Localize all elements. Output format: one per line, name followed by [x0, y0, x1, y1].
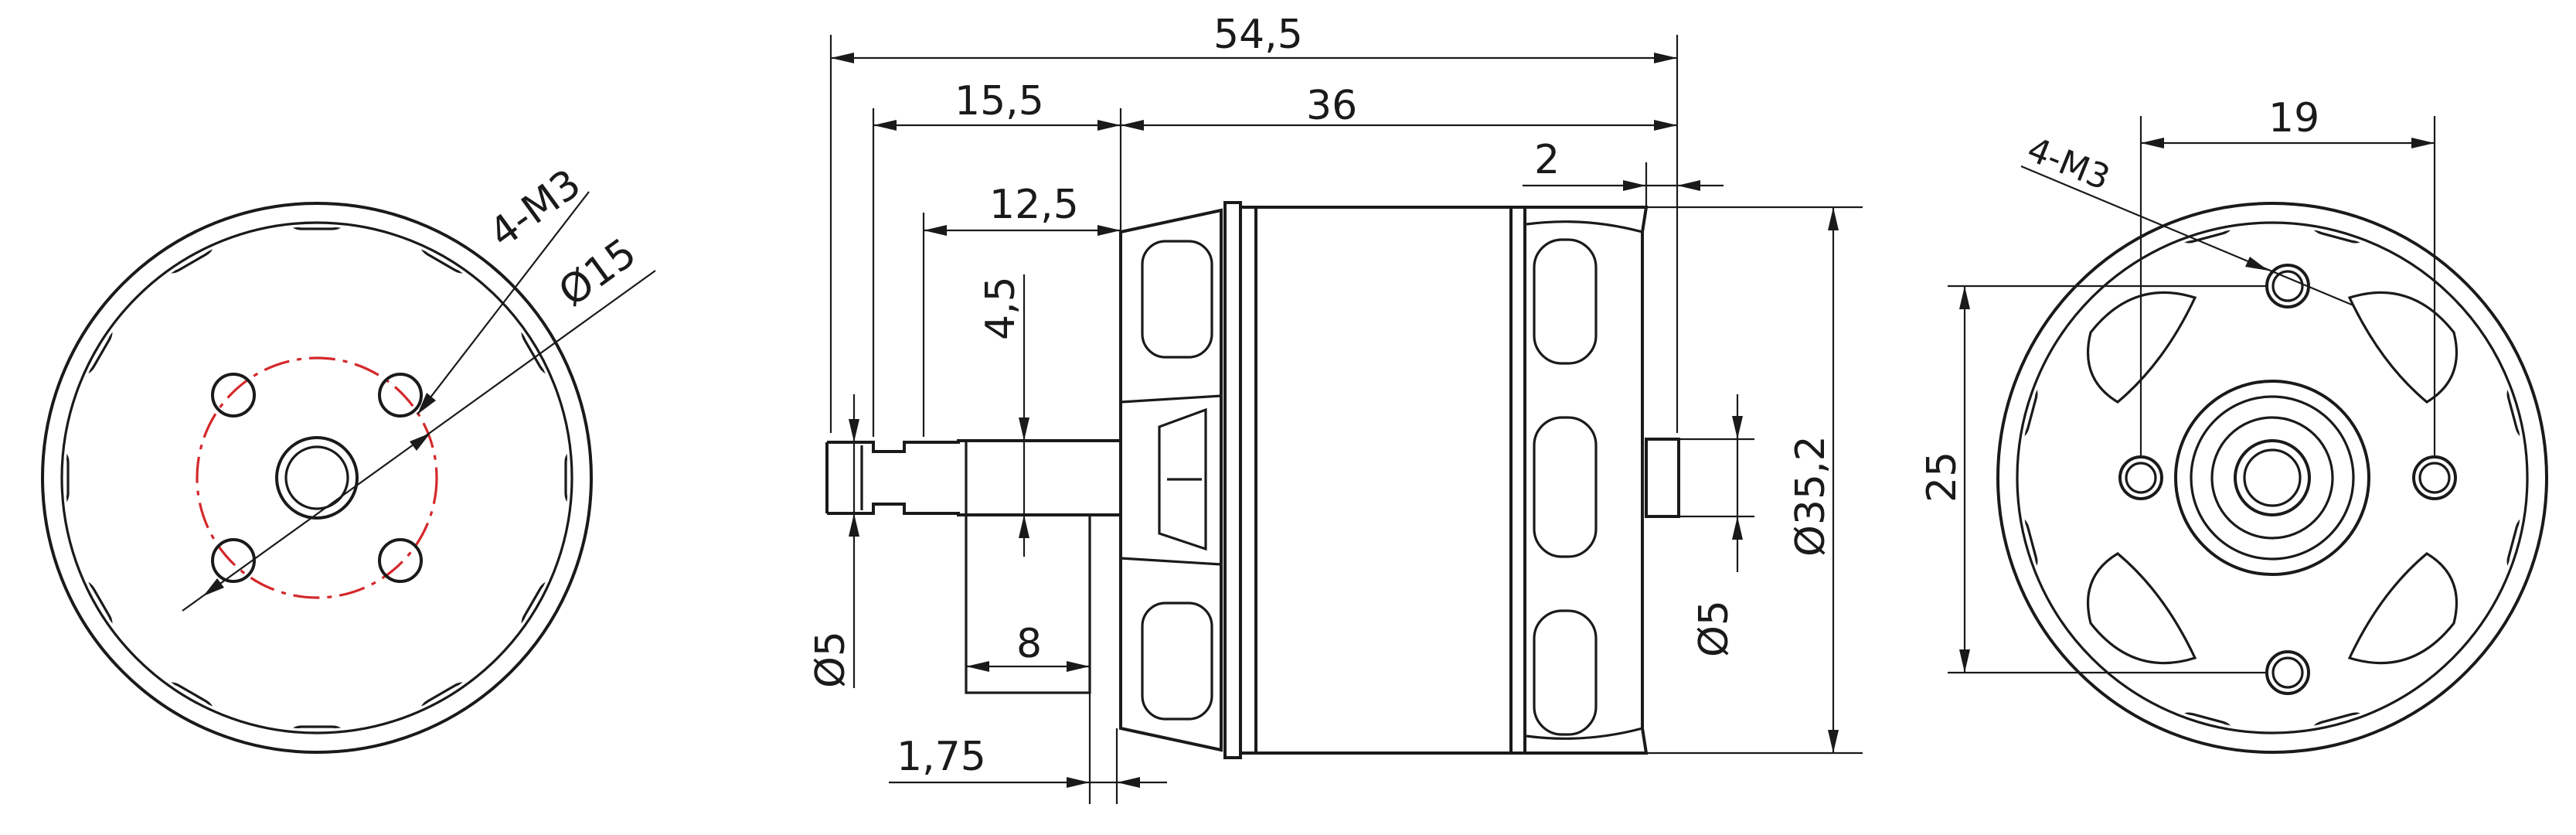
shaft-to-flange-label: 12,5 — [989, 182, 1079, 228]
horizontal-spacing-label: 19 — [2268, 95, 2319, 141]
front-shaft-diameter-label: Ø5 — [808, 631, 854, 688]
rear-bell-window — [1533, 416, 1598, 558]
front-mount-hole — [211, 538, 256, 583]
rear-shaft-diameter-label: Ø5 — [1691, 600, 1737, 657]
front-shaft-outline — [825, 439, 1121, 516]
front-bell-window — [1141, 240, 1213, 359]
front-shaft — [275, 436, 359, 520]
motor-can — [1254, 206, 1513, 755]
rear-window — [2087, 291, 2197, 404]
flange-ring — [1223, 201, 1242, 759]
rear-window — [2347, 291, 2458, 404]
rear-bell-window — [1533, 609, 1598, 736]
body-length-label: 36 — [1306, 83, 1357, 129]
front-shaft-inner — [284, 445, 349, 510]
rear-view: 19 25 4-M3 — [1919, 95, 2548, 754]
flange-thickness-label: 1,75 — [897, 734, 986, 780]
front-outer-rim — [41, 202, 593, 754]
rear-hole-callout: 4-M3 — [2022, 130, 2115, 198]
rear-shaft — [1645, 438, 1680, 518]
front-bell-window — [1141, 602, 1213, 721]
rear-shaft-length-label: 2 — [1534, 137, 1560, 183]
shaft-section-label: 15,5 — [955, 78, 1044, 124]
overall-length-label: 54,5 — [1213, 12, 1303, 58]
front-mount-hole — [378, 373, 423, 418]
front-rim-slots — [66, 227, 568, 729]
body-diameter-label: Ø35,2 — [1788, 435, 1834, 557]
rear-callout-leader — [2020, 165, 2354, 307]
rear-bell — [1523, 206, 1649, 755]
front-bolt-circle — [196, 356, 438, 599]
rear-window — [2087, 552, 2197, 665]
rear-inner-rim — [2016, 221, 2529, 734]
flat-length-label: 8 — [1016, 621, 1042, 667]
front-bell — [1119, 208, 1223, 752]
rear-bell-window — [1533, 238, 1598, 365]
rear-window — [2347, 552, 2458, 665]
flat-depth-label: 4,5 — [978, 276, 1024, 340]
vertical-spacing-label: 25 — [1919, 452, 1965, 503]
front-mount-hole — [378, 538, 423, 583]
front-diameter-label: Ø15 — [550, 230, 645, 315]
front-callout-leader — [417, 191, 590, 415]
front-view: 4-M3 Ø15 — [41, 161, 656, 754]
front-hole-callout: 4-M3 — [481, 161, 589, 257]
rear-shaft-end — [2234, 439, 2311, 516]
side-view: 54,5 15,5 36 12,5 4,5 2 — [808, 12, 1863, 804]
front-inner-rim — [60, 221, 573, 734]
rear-mount-hole — [2412, 455, 2457, 500]
rear-outer-rim — [1996, 202, 2548, 754]
rear-hub-outer — [2174, 380, 2370, 576]
rear-mount-hole — [2118, 455, 2163, 500]
rear-hub-inner — [2190, 395, 2355, 561]
front-mount-hole — [211, 373, 256, 418]
